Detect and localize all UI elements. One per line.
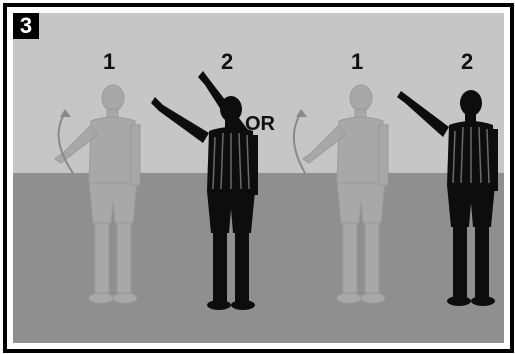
motion-arrow-2 — [294, 113, 305, 173]
ghost-referee-1 — [55, 85, 140, 303]
ghost-referee-3 — [303, 85, 388, 303]
solid-referee-4 — [397, 90, 498, 306]
scene: 3 1 2 OR 1 2 — [13, 13, 504, 343]
step-label-4: 2 — [461, 49, 473, 75]
motion-arrowhead-2 — [296, 109, 307, 117]
motion-arrowhead-1 — [60, 109, 71, 117]
motion-arrow-1 — [59, 113, 73, 173]
illustration-panel: 3 1 2 OR 1 2 — [3, 3, 514, 353]
step-label-3: 1 — [351, 49, 363, 75]
solid-referee-2 — [151, 71, 258, 310]
or-label: OR — [245, 113, 275, 136]
step-label-2: 2 — [221, 49, 233, 75]
panel-number-badge: 3 — [13, 13, 39, 39]
step-label-1: 1 — [103, 49, 115, 75]
referee-figures — [13, 13, 504, 343]
